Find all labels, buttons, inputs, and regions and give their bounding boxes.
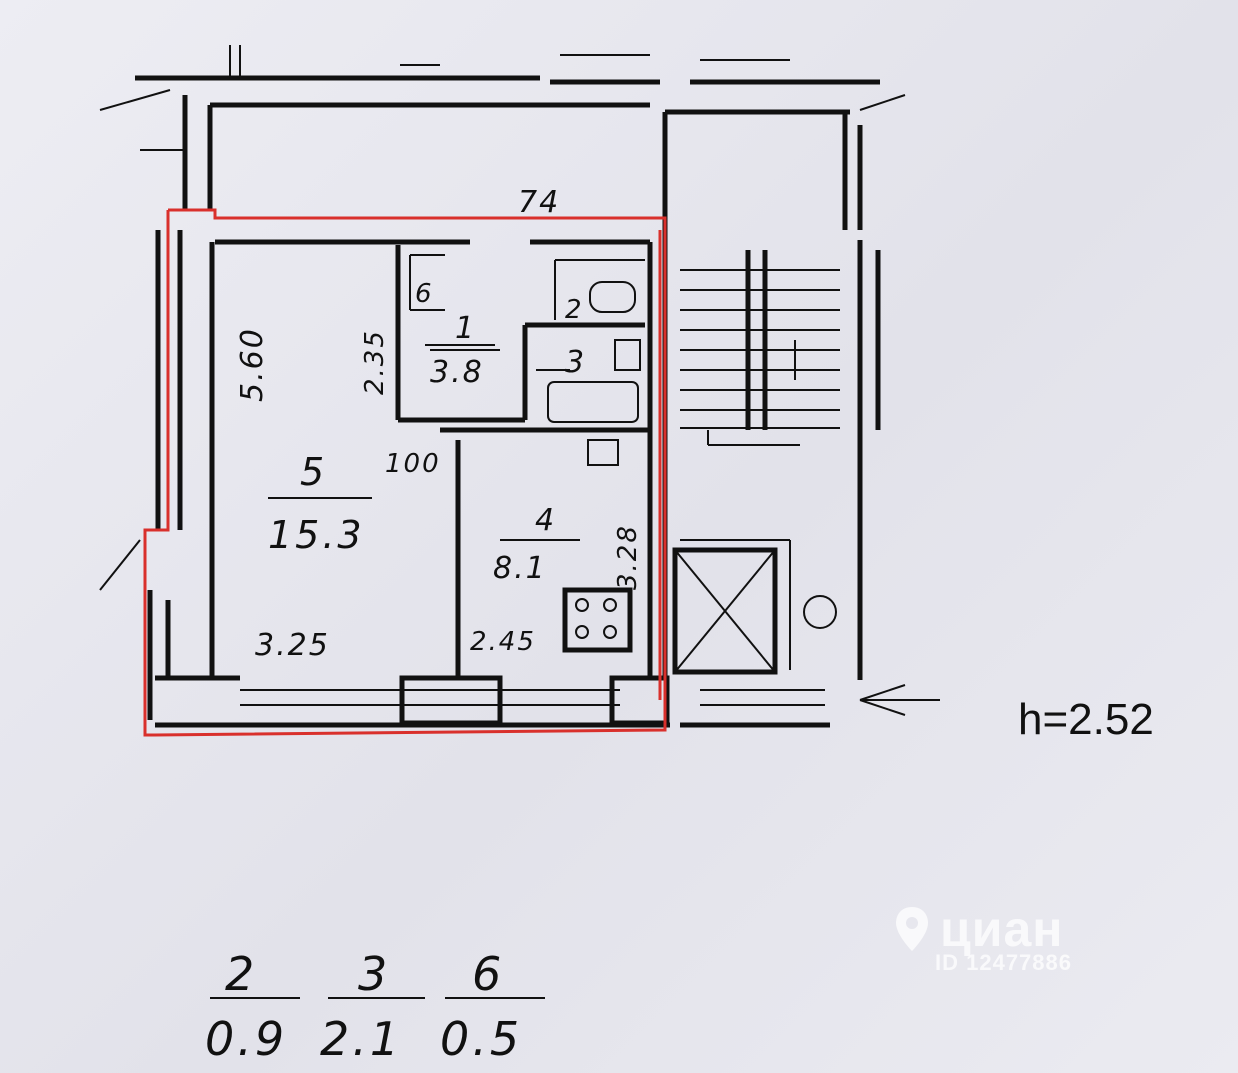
apartment-outline bbox=[143, 208, 667, 737]
dimension-room5-height: 5.60 bbox=[235, 327, 270, 402]
dimension-door-width: 100 bbox=[385, 449, 441, 479]
extra-area-3-number: 3 bbox=[358, 947, 390, 1001]
extra-area-2-number: 2 bbox=[225, 947, 257, 1001]
extra-area-6-number: 6 bbox=[472, 947, 504, 1001]
room-4-area: 8.1 bbox=[493, 551, 547, 586]
room-2-label: 2 bbox=[565, 295, 584, 325]
location-pin-icon bbox=[896, 907, 928, 951]
room-3-label: 3 bbox=[565, 345, 586, 380]
room-4-number: 4 bbox=[535, 503, 556, 538]
room-1-area: 3.8 bbox=[430, 355, 484, 390]
room-1-number: 1 bbox=[455, 311, 476, 346]
extra-areas-legend: 2 0.9 3 2.1 6 0.5 bbox=[205, 947, 545, 1066]
room-5-area: 15.3 bbox=[268, 513, 365, 557]
dimension-top: 74 bbox=[518, 185, 560, 220]
apartment-walls bbox=[209, 239, 653, 680]
dimension-room5-width: 3.25 bbox=[255, 628, 330, 663]
watermark-id: ID 12477886 bbox=[935, 950, 1072, 975]
watermark-brand: циан bbox=[940, 901, 1064, 957]
room-6-label: 6 bbox=[415, 279, 434, 309]
dimension-hall-height: 2.35 bbox=[360, 329, 390, 395]
extra-area-6-value: 0.5 bbox=[440, 1012, 522, 1066]
room-5-number: 5 bbox=[300, 450, 327, 494]
dimension-kitchen-height: 3.28 bbox=[613, 524, 643, 590]
extra-area-2-value: 0.9 bbox=[205, 1012, 287, 1066]
staircase bbox=[672, 250, 840, 675]
ceiling-height-label: h=2.52 bbox=[1018, 695, 1154, 744]
dimension-kitchen-width: 2.45 bbox=[470, 627, 536, 657]
extra-area-3-value: 2.1 bbox=[320, 1012, 402, 1066]
building-outer-walls bbox=[99, 45, 940, 728]
